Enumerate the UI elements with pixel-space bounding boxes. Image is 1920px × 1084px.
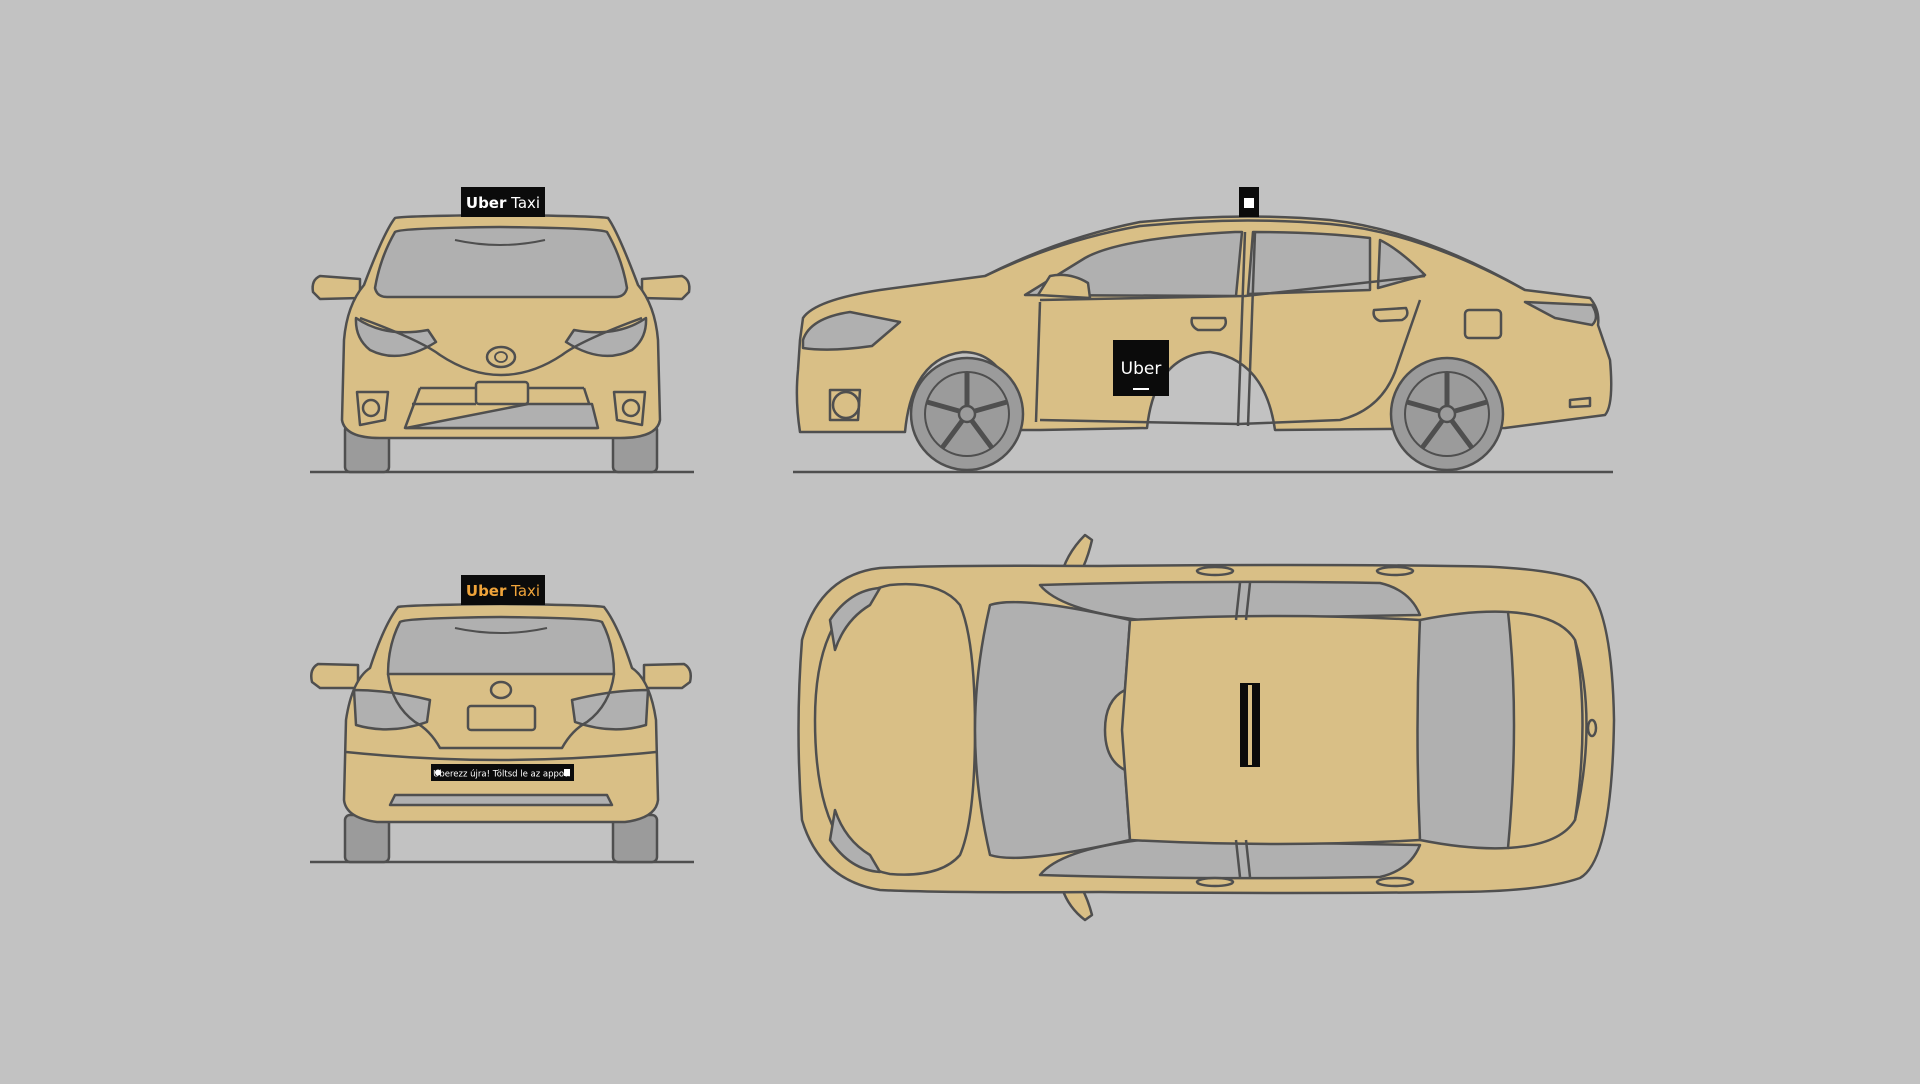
front-right-foglight bbox=[621, 398, 641, 418]
front-roof-sign-text: Uber Taxi bbox=[466, 194, 540, 212]
side-rear-reflector bbox=[1568, 396, 1592, 409]
top-trunk-outline bbox=[1507, 610, 1584, 850]
side-b-pillar-line-2 bbox=[1246, 231, 1257, 427]
front-roof-sign-box bbox=[461, 187, 545, 217]
rear-defroster-line bbox=[454, 627, 548, 634]
side-door-sticker: Uber bbox=[1113, 340, 1169, 396]
front-left-headlight bbox=[354, 316, 438, 358]
rear-bumper-line bbox=[345, 750, 657, 762]
top-right-headlight bbox=[828, 808, 882, 874]
side-foglight-housing bbox=[828, 388, 862, 422]
rear-trunk-outline bbox=[386, 673, 616, 750]
top-view bbox=[797, 533, 1616, 922]
side-view bbox=[793, 187, 1613, 474]
top-b-pillar-lines bbox=[1234, 582, 1252, 878]
side-door-sticker-underline bbox=[1133, 388, 1149, 390]
top-rear-emblem bbox=[1586, 718, 1598, 738]
rear-emblem bbox=[489, 680, 513, 700]
rear-sticker-dot bbox=[435, 769, 441, 776]
rear-sticker-square bbox=[564, 769, 570, 776]
side-mirror bbox=[1036, 273, 1092, 300]
rear-window bbox=[386, 615, 616, 676]
rear-roof-sign-text: Uber Taxi bbox=[466, 582, 540, 600]
front-emblem bbox=[485, 345, 517, 369]
side-rear-door-handle bbox=[1372, 306, 1409, 323]
top-left-rear-handle bbox=[1375, 565, 1415, 577]
side-belt-line bbox=[1039, 274, 1426, 302]
side-front-wheel bbox=[909, 356, 1025, 472]
top-right-side-windows bbox=[1038, 838, 1422, 880]
front-license-plate bbox=[474, 380, 530, 406]
side-quarter-window bbox=[1376, 238, 1427, 290]
side-rear-window bbox=[1246, 230, 1372, 296]
front-right-headlight bbox=[564, 316, 648, 358]
rear-left-mirror bbox=[310, 662, 360, 690]
side-front-door-edge bbox=[1034, 301, 1042, 423]
front-windshield bbox=[373, 225, 629, 299]
top-left-headlight bbox=[828, 586, 882, 652]
front-right-foglight-housing bbox=[612, 390, 647, 427]
side-rear-wheel bbox=[1389, 356, 1505, 472]
side-roof-line bbox=[984, 219, 1526, 292]
front-emblem-inner bbox=[494, 351, 508, 363]
rear-license-plate bbox=[466, 704, 537, 732]
rear-view bbox=[310, 602, 694, 864]
top-left-front-handle bbox=[1195, 565, 1235, 577]
side-headlight bbox=[801, 310, 902, 351]
front-lower-grille bbox=[404, 402, 600, 430]
front-roof-sign: Uber Taxi bbox=[461, 187, 545, 217]
rear-roof-sign-box bbox=[461, 575, 545, 605]
rear-diffuser bbox=[388, 793, 614, 807]
rear-right-mirror bbox=[642, 662, 692, 690]
front-left-mirror bbox=[311, 274, 362, 301]
front-view bbox=[310, 213, 694, 474]
side-b-pillar-line bbox=[1236, 231, 1247, 427]
top-rear-window bbox=[1416, 610, 1516, 850]
rear-bumper-sticker: Uberezz újra! Töltsd le az appot! bbox=[431, 764, 574, 781]
side-door-sticker-box bbox=[1113, 340, 1169, 396]
top-right-rear-handle bbox=[1375, 876, 1415, 888]
front-left-foglight-housing bbox=[355, 390, 390, 427]
side-roof-sign-mark bbox=[1244, 198, 1254, 208]
front-hood-crease bbox=[359, 316, 643, 377]
top-roof-sign-divider bbox=[1248, 685, 1252, 765]
top-left-side-windows bbox=[1038, 580, 1422, 622]
rear-bumper-sticker-text: Uberezz újra! Töltsd le az appot! bbox=[433, 770, 571, 780]
side-fuel-door bbox=[1463, 308, 1503, 340]
front-left-foglight bbox=[361, 398, 381, 418]
top-rear-bumper-line bbox=[1573, 639, 1588, 821]
top-right-front-handle bbox=[1195, 876, 1235, 888]
side-front-door-handle bbox=[1190, 316, 1228, 332]
side-rear-door-edge bbox=[1039, 299, 1422, 426]
side-taillight bbox=[1523, 300, 1598, 327]
rear-bumper-sticker-box bbox=[431, 764, 574, 781]
rear-roof-sign: Uber Taxi bbox=[461, 575, 545, 605]
side-door-sticker-text: Uber bbox=[1121, 359, 1162, 379]
front-right-mirror bbox=[640, 274, 691, 301]
top-roof bbox=[1120, 614, 1422, 846]
front-wiper-line bbox=[454, 239, 546, 246]
